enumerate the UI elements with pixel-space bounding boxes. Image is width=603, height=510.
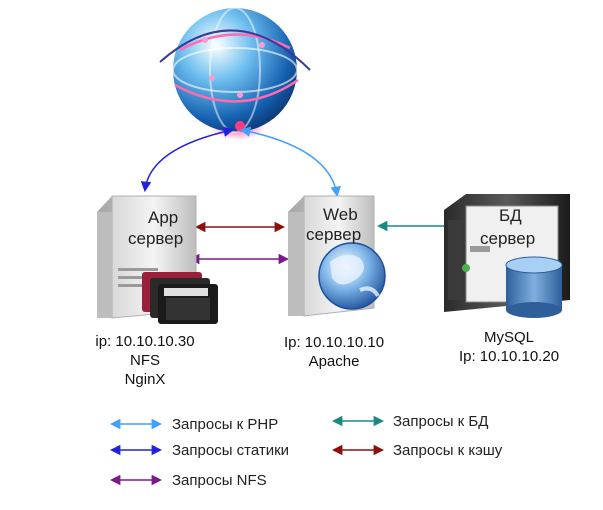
legend-nfs-label: Запросы NFS: [172, 472, 267, 489]
db-server-ip: Ip: 10.10.10.20: [459, 348, 559, 365]
db-server-title: БД: [499, 206, 522, 225]
legend-cache-label: Запросы к кэшу: [393, 442, 503, 459]
app-server-nginx: NginX: [125, 371, 166, 388]
db-server-mysql: MySQL: [484, 329, 534, 346]
static-connection-arrow: [140, 126, 235, 193]
globe-icon: [159, 7, 311, 140]
app-server-title: App: [148, 208, 178, 227]
app-server-ip: ip: 10.10.10.30: [95, 333, 194, 350]
legend: Запросы к PHP Запросы статики Запросы NF…: [109, 413, 503, 489]
web-server-apache: Apache: [309, 353, 360, 370]
legend-db-label: Запросы к БД: [393, 413, 488, 430]
app-server-nfs: NFS: [130, 352, 160, 369]
web-server-title: Web: [323, 205, 358, 224]
database-cylinder-icon: [505, 256, 563, 318]
web-server-ip: Ip: 10.10.10.10: [284, 334, 384, 351]
php-connection-arrow: [239, 126, 341, 198]
folders-icon: [142, 272, 218, 324]
legend-php-label: Запросы к PHP: [172, 416, 278, 433]
web-server-subtitle: сервер: [306, 225, 361, 244]
web-server-icon: [288, 195, 386, 317]
db-server-subtitle: сервер: [480, 229, 535, 248]
app-server-subtitle: сервер: [128, 229, 183, 248]
legend-static-label: Запросы статики: [172, 442, 289, 459]
